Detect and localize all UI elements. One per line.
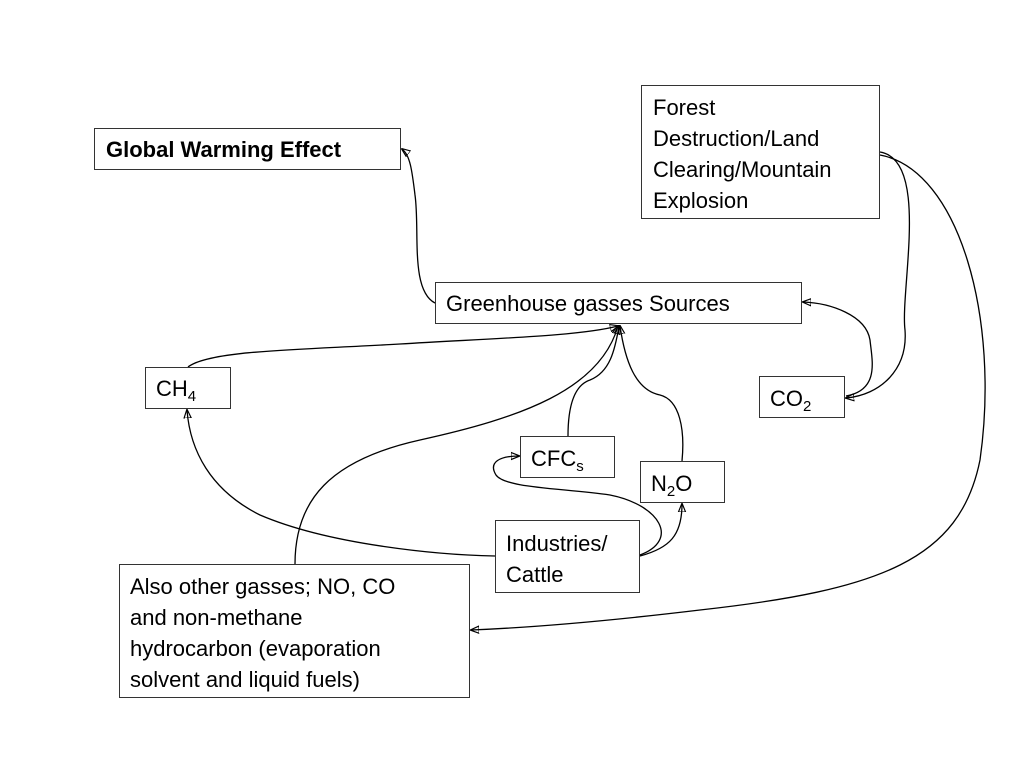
node-co2: CO2 bbox=[759, 376, 845, 418]
arrow-co2-to-greenhouse bbox=[803, 302, 873, 397]
node-industries-cattle: Industries/ Cattle bbox=[495, 520, 640, 593]
node-other-line: and non-methane bbox=[130, 605, 303, 630]
arrow-forest-to-other-gasses bbox=[471, 154, 986, 630]
node-ch4: CH4 bbox=[145, 367, 231, 409]
node-other-gasses: Also other gasses; NO, CO and non-methan… bbox=[119, 564, 470, 698]
n2o-pre: N bbox=[651, 471, 667, 496]
node-forest-line: Clearing/Mountain bbox=[653, 157, 832, 182]
co2-base: CO bbox=[770, 386, 803, 411]
n2o-post: O bbox=[675, 471, 693, 496]
node-cfcs: CFCs bbox=[520, 436, 615, 478]
node-n2o: N2O bbox=[640, 461, 725, 503]
cfc-base: CFC bbox=[531, 446, 577, 471]
arrow-greenhouse-to-global-warming bbox=[402, 149, 436, 304]
node-greenhouse-label: Greenhouse gasses Sources bbox=[446, 291, 730, 316]
node-industries-line: Industries/ bbox=[506, 531, 608, 556]
arrow-industries-to-cfcs bbox=[492, 456, 662, 556]
arrow-ch4-to-greenhouse bbox=[187, 326, 618, 368]
node-other-line: solvent and liquid fuels) bbox=[130, 667, 360, 692]
ch4-base: CH bbox=[156, 376, 188, 401]
ch4-subscript: 4 bbox=[187, 388, 197, 405]
arrow-other-gasses-to-greenhouse bbox=[294, 326, 618, 565]
node-industries-line: Cattle bbox=[506, 562, 564, 587]
arrow-n2o-to-greenhouse bbox=[620, 326, 684, 462]
node-forest-line: Destruction/Land bbox=[653, 126, 820, 151]
arrow-forest-to-co2 bbox=[846, 151, 911, 398]
cfc-subscript: s bbox=[576, 458, 584, 475]
node-forest-destruction: Forest Destruction/Land Clearing/Mountai… bbox=[641, 85, 880, 219]
node-global-warming-effect: Global Warming Effect bbox=[94, 128, 401, 170]
n2o-subscript: 2 bbox=[666, 483, 676, 500]
node-forest-line: Explosion bbox=[653, 188, 749, 213]
arrow-industries-to-n2o bbox=[639, 504, 682, 557]
node-forest-line: Forest bbox=[653, 95, 716, 120]
arrow-industries-to-ch4 bbox=[187, 410, 496, 557]
node-other-line: Also other gasses; NO, CO bbox=[130, 574, 396, 599]
node-global-warming-effect-label: Global Warming Effect bbox=[106, 137, 342, 162]
arrow-cfcs-to-greenhouse bbox=[567, 326, 619, 437]
node-other-line: hydrocarbon (evaporation bbox=[130, 636, 381, 661]
co2-subscript: 2 bbox=[803, 398, 812, 415]
node-greenhouse-gasses-sources: Greenhouse gasses Sources bbox=[435, 282, 802, 324]
